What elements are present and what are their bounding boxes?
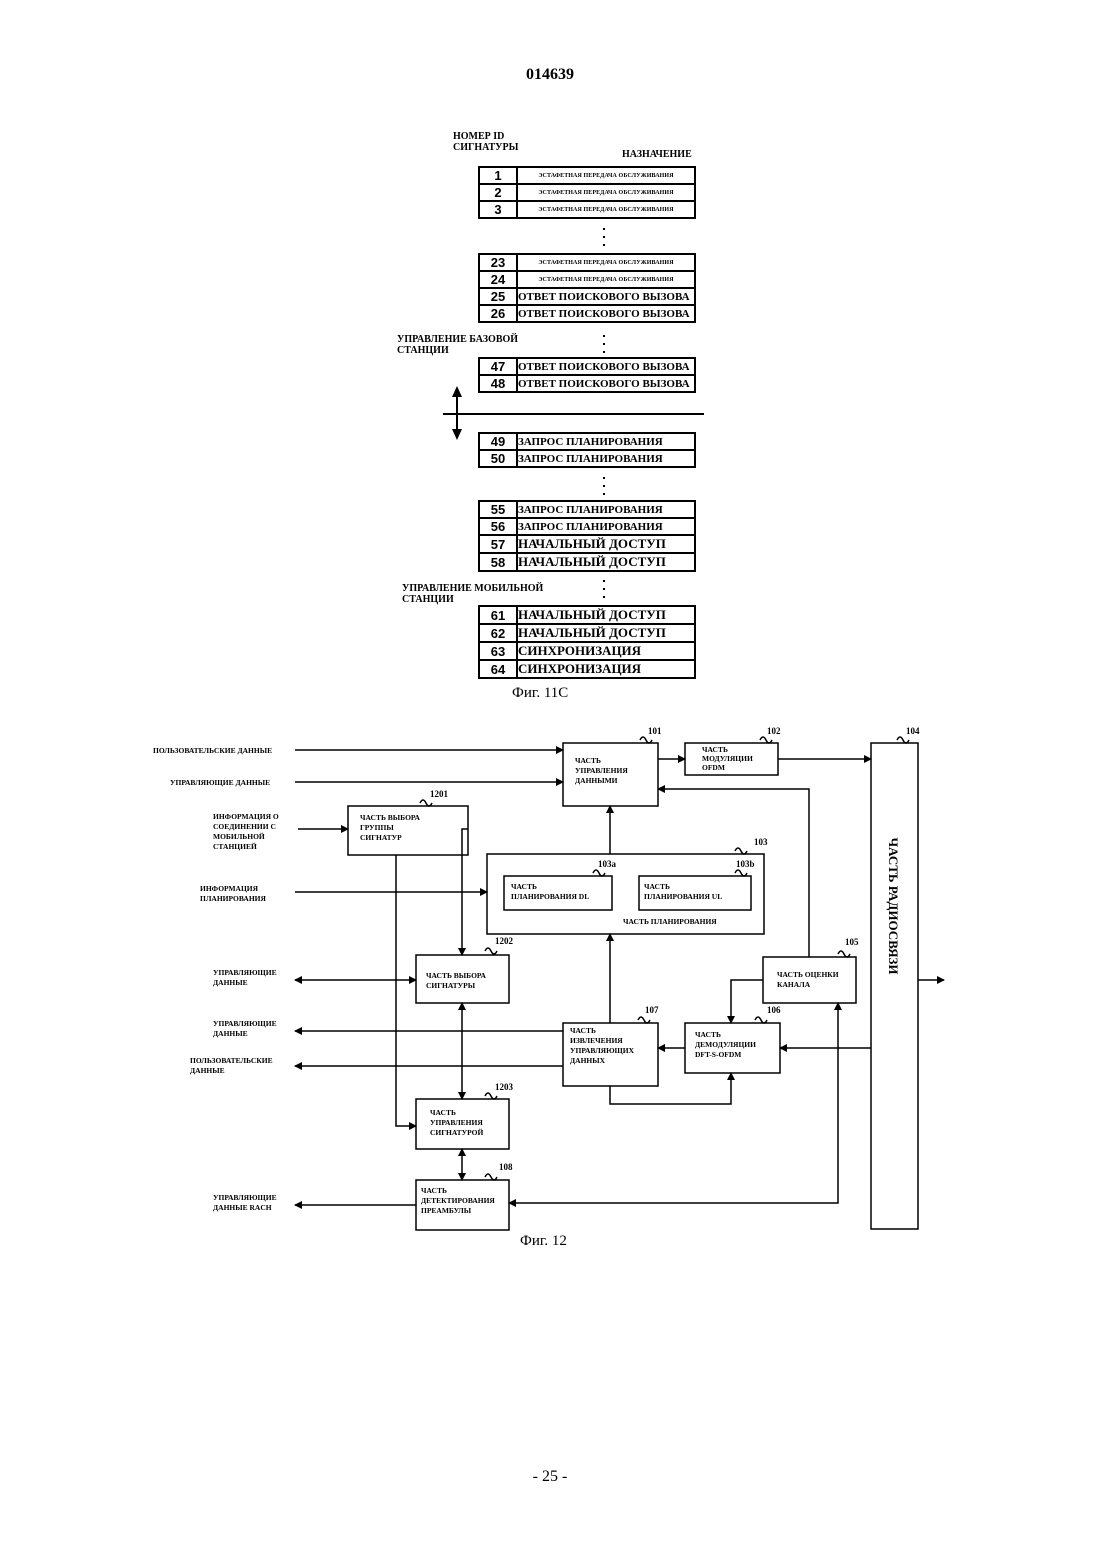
block-105-label: ЧАСТЬ ОЦЕНКИ КАНАЛА	[777, 970, 840, 989]
ref-103a: 103a	[598, 859, 617, 869]
figure-12-caption: Фиг. 12	[520, 1233, 567, 1250]
input-control-data: УПРАВЛЯЮЩИЕ ДАННЫЕ	[170, 778, 270, 787]
block-diagram: ПОЛЬЗОВАТЕЛЬСКИЕ ДАННЫЕ УПРАВЛЯЮЩИЕ ДАНН…	[0, 0, 1100, 1300]
block-106-label: ЧАСТЬ ДЕМОДУЛЯЦИИ DFT-S-OFDM	[695, 1030, 758, 1059]
ref-103: 103	[754, 837, 768, 847]
output-control-data-1: УПРАВЛЯЮЩИЕ ДАННЫЕ	[213, 968, 279, 987]
block-1203-label: ЧАСТЬ УПРАВЛЕНИЯ СИГНАТУРОЙ	[430, 1108, 485, 1137]
ref-1202: 1202	[495, 936, 514, 946]
block-103-label: ЧАСТЬ ПЛАНИРОВАНИЯ	[623, 917, 717, 926]
ref-102: 102	[767, 726, 781, 736]
input-connection-info: ИНФОРМАЦИЯ О СОЕДИНЕНИИ С МОБИЛЬНОЙ СТАН…	[213, 812, 281, 851]
ref-104: 104	[906, 726, 920, 736]
block-1201-label: ЧАСТЬ ВЫБОРА ГРУППЫ СИГНАТУР	[360, 813, 422, 842]
block-102-label: ЧАСТЬ МОДУЛЯЦИИ OFDM	[702, 745, 755, 772]
block-101-label: ЧАСТЬ УПРАВЛЕНИЯ ДАННЫМИ	[575, 756, 630, 785]
ref-107: 107	[645, 1005, 659, 1015]
block-108-label: ЧАСТЬ ДЕТЕКТИРОВАНИЯ ПРЕАМБУЛЫ	[421, 1186, 497, 1215]
ref-105: 105	[845, 937, 859, 947]
page-number: - 25 -	[0, 1468, 1100, 1486]
ref-106: 106	[767, 1005, 781, 1015]
ref-103b: 103b	[736, 859, 755, 869]
block-107-label: ЧАСТЬ ИЗВЛЕЧЕНИЯ УПРАВЛЯЮЩИХ ДАННЫХ	[570, 1026, 636, 1065]
output-control-data-2: УПРАВЛЯЮЩИЕ ДАННЫЕ	[213, 1019, 279, 1038]
block-103b-label: ЧАСТЬ ПЛАНИРОВАНИЯ UL	[644, 882, 722, 901]
input-user-data: ПОЛЬЗОВАТЕЛЬСКИЕ ДАННЫЕ	[153, 746, 272, 755]
ref-1201: 1201	[430, 789, 449, 799]
output-rach-control-data: УПРАВЛЯЮЩИЕ ДАННЫЕ RACH	[213, 1193, 279, 1212]
input-scheduling-info: ИНФОРМАЦИЯ ПЛАНИРОВАНИЯ	[200, 884, 266, 903]
output-user-data: ПОЛЬЗОВАТЕЛЬСКИЕ ДАННЫЕ	[190, 1056, 274, 1075]
block-1202-label: ЧАСТЬ ВЫБОРА СИГНАТУРЫ	[426, 971, 488, 990]
block-103a-label: ЧАСТЬ ПЛАНИРОВАНИЯ DL	[511, 882, 589, 901]
block-104-label: ЧАСТЬ РАДИОСВЯЗИ	[886, 838, 901, 975]
ref-1203: 1203	[495, 1082, 514, 1092]
block-104	[871, 743, 918, 1229]
ref-101: 101	[648, 726, 662, 736]
ref-108: 108	[499, 1162, 513, 1172]
